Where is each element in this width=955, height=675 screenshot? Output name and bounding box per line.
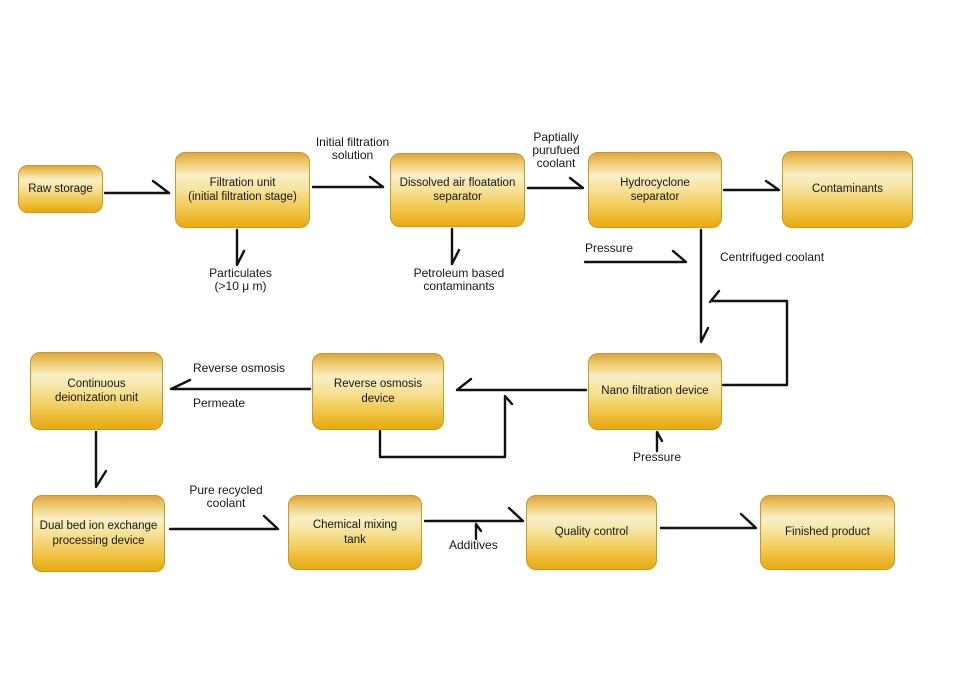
node-reverse-osmosis-label: Reverse osmosis device	[333, 378, 423, 405]
edge-reverse-to-continuous	[169, 378, 312, 391]
node-hydrocyclone-separator: Hydrocyclone separator	[588, 152, 722, 228]
edge-quality-to-finished	[659, 512, 758, 530]
node-dissolved-air-label: Dissolved air floatation separator	[399, 176, 516, 203]
label-permeate: Permeate	[193, 396, 246, 410]
node-dual-bed-label: Dual bed ion exchange processing device	[39, 520, 158, 547]
node-chemical-mixing-tank: Chemical mixing tank	[288, 495, 422, 570]
label-pure-recycled-coolant: Pure recycled coolant	[189, 483, 263, 510]
node-dual-bed-ion-exchange: Dual bed ion exchange processing device	[32, 495, 165, 572]
label-initial-filtration-solution: Initial filtration solution	[315, 135, 390, 162]
label-petroleum-based-contaminants: Petroleum based contaminants	[413, 266, 505, 293]
edge-dualbed-to-chemical	[168, 514, 280, 531]
edge-additives-into-line	[474, 522, 483, 541]
node-nano-filtration-device: Nano filtration device	[588, 353, 722, 430]
edge-hydrocyclone-to-contaminants	[722, 179, 781, 192]
node-continuous-deionization-unit: Continuous deionization unit	[30, 352, 163, 430]
label-particulates: Particulates (>10 μ m)	[209, 266, 272, 293]
node-contaminants-label: Contaminants	[812, 183, 883, 196]
node-filtration-unit: Filtration unit (initial filtration stag…	[175, 152, 310, 228]
label-pressure-top: Pressure	[585, 241, 634, 255]
node-finished-product: Finished product	[760, 495, 895, 570]
node-chemical-mixing-label: Chemical mixing tank	[312, 519, 398, 546]
edge-nano-to-reverse-osmosis	[455, 377, 588, 392]
label-partially-purified-coolant: Paptially purufued coolant	[532, 130, 580, 170]
node-raw-storage-label: Raw storage	[28, 182, 93, 195]
edge-pressure-into-hydrocyclone	[583, 249, 688, 264]
node-quality-control-label: Quality control	[554, 526, 629, 539]
label-additives: Additives	[449, 538, 498, 552]
node-finished-product-label: Finished product	[784, 526, 871, 539]
label-centrifuged-coolant: Centrifuged coolant	[720, 250, 825, 264]
edge-continuous-to-dualbed	[94, 430, 108, 489]
node-raw-storage: Raw storage	[18, 165, 103, 213]
edge-hydrocyclone-to-nano	[699, 228, 710, 344]
edge-dissolved-to-hydrocyclone	[526, 176, 585, 190]
edge-nano-return-loop	[708, 289, 789, 387]
node-continuous-deionization-label: Continuous deionization unit	[54, 377, 139, 404]
node-contaminants: Contaminants	[782, 151, 913, 228]
node-dissolved-air-floatation-separator: Dissolved air floatation separator	[390, 153, 525, 227]
node-filtration-unit-label: Filtration unit (initial filtration stag…	[188, 176, 297, 203]
node-nano-filtration-label: Nano filtration device	[601, 385, 709, 398]
edge-filtration-to-particulates	[235, 228, 246, 267]
node-hydrocyclone-label: Hydrocyclone separator	[620, 176, 690, 203]
label-pressure-bottom: Pressure	[633, 450, 682, 464]
edge-reverse-osmosis-loop	[378, 394, 514, 459]
edge-chemical-to-quality	[423, 506, 525, 523]
edge-raw-to-filtration	[103, 179, 171, 195]
label-reverse-osmosis: Reverse osmosis	[193, 361, 286, 375]
node-reverse-osmosis-device: Reverse osmosis device	[312, 353, 444, 430]
edge-pressure-into-nano	[655, 430, 664, 453]
edge-dissolved-to-petroleum	[450, 227, 461, 266]
node-quality-control: Quality control	[526, 495, 657, 570]
edge-filtration-to-dissolved	[311, 175, 385, 189]
